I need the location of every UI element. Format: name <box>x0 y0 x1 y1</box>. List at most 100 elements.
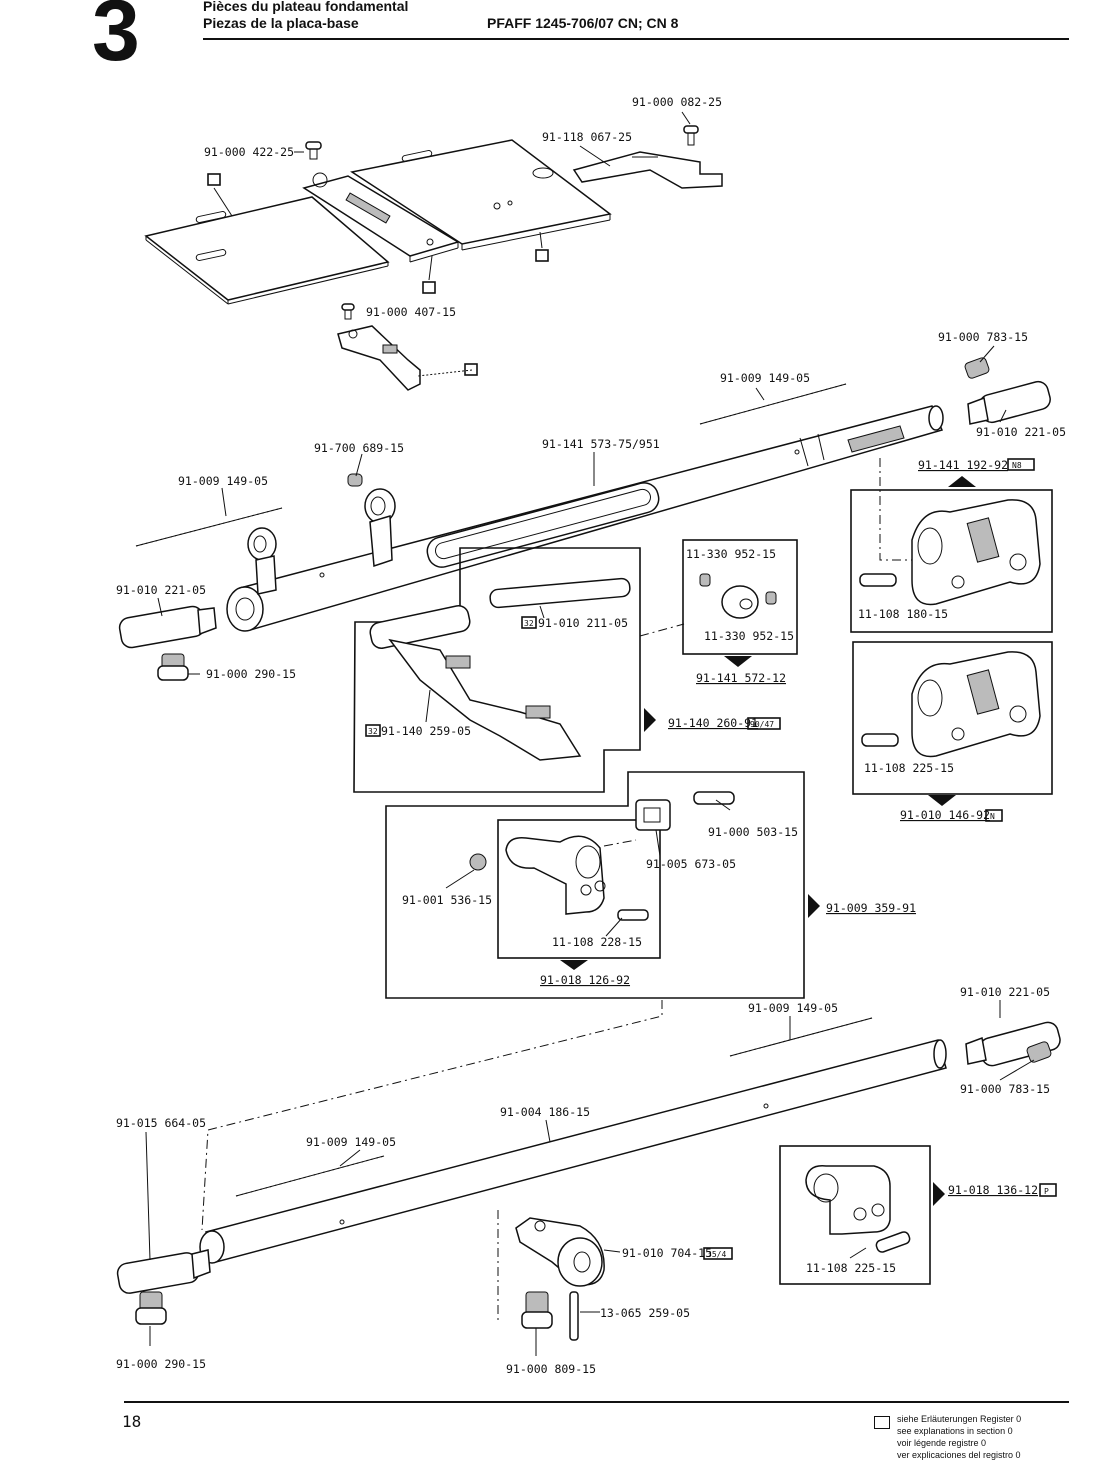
variant-tag: P <box>1044 1187 1049 1196</box>
spring-wire-lower-right <box>729 1017 873 1057</box>
part-label: 91-000 783-15 <box>938 330 1028 344</box>
title-french: Pièces du plateau fondamental <box>203 0 409 14</box>
part-label: 91-000 783-15 <box>960 1082 1050 1096</box>
part-labels: 91-000 082-25 91-118 067-25 91-000 422-2… <box>116 95 1066 1376</box>
footer-rule <box>124 1401 1069 1403</box>
part-label: 91-141 192-92 <box>918 458 1008 472</box>
part-label: 91-010 211-05 <box>538 616 628 630</box>
part-label: 91-000 407-15 <box>366 305 456 319</box>
model-name: PFAFF 1245-706/07 CN; CN 8 <box>487 15 679 31</box>
part-label: 91-018 126-92 <box>540 973 630 987</box>
section-number: 3 <box>92 0 140 79</box>
part-label: 91-700 689-15 <box>314 441 404 455</box>
screw-right-lower <box>1026 1041 1052 1063</box>
part-label: 91-010 704-15 <box>622 1246 712 1260</box>
screw-lower-crank <box>521 1291 553 1329</box>
frame-feed-assembly <box>385 771 820 999</box>
part-label: 91-015 664-05 <box>116 1116 206 1130</box>
part-label: 91-000 290-15 <box>116 1357 206 1371</box>
frame-collar <box>682 539 798 667</box>
lower-crank <box>515 1217 605 1287</box>
spring-wire-upper-right <box>699 383 847 425</box>
screw-top-left <box>305 141 322 160</box>
part-label: 11-330 952-15 <box>686 547 776 561</box>
exploded-parts-diagram: 91-000 082-25 91-118 067-25 91-000 422-2… <box>116 95 1066 1376</box>
pin-right-lower <box>965 1021 1061 1067</box>
part-label: 91-010 221-05 <box>976 425 1066 439</box>
screw-left-lower <box>135 1291 167 1325</box>
part-label: 11-108 225-15 <box>864 761 954 775</box>
part-label: 91-118 067-25 <box>542 130 632 144</box>
part-label: 11-108 228-15 <box>552 935 642 949</box>
part-label: 91-018 136-12 <box>948 1183 1038 1197</box>
title-spanish: Piezas de la placa-base <box>203 15 359 31</box>
screw-upper-shaft <box>347 473 363 487</box>
legend: siehe Erläuterungen Register 0 see expla… <box>897 1413 1021 1461</box>
legend-french: voir légende registre 0 <box>897 1438 987 1448</box>
legend-english: see explanations in section 0 <box>897 1426 1013 1436</box>
pin-left-lower <box>116 1249 211 1294</box>
part-label: 11-108 180-15 <box>858 607 948 621</box>
slide-plate-right <box>350 139 612 251</box>
pin-lower-crank <box>569 1291 579 1341</box>
info-marker <box>464 363 478 376</box>
part-label: 91-141 572-12 <box>696 671 786 685</box>
part-label: 91-009 149-05 <box>748 1001 838 1015</box>
variant-tag: 90/47 <box>750 720 774 729</box>
lower-shaft <box>199 1039 947 1264</box>
spring-wire-upper-left <box>135 507 283 547</box>
upper-shaft <box>226 405 944 632</box>
part-label: 91-000 290-15 <box>206 667 296 681</box>
part-label: 91-140 260-91 <box>668 716 758 730</box>
spring-wire-lower-left <box>235 1155 385 1197</box>
part-label: 11-108 225-15 <box>806 1261 896 1275</box>
screw-right-upper <box>964 357 990 379</box>
info-marker <box>422 281 436 294</box>
variant-tag: 32 <box>524 619 534 628</box>
header-rule <box>203 38 1069 40</box>
variant-tag: 35/4 <box>707 1250 726 1259</box>
part-label: 91-000 082-25 <box>632 95 722 109</box>
frame-crank-n <box>852 641 1053 806</box>
variant-tags: N8 32 32 90/47 N P 35/4 <box>365 458 1057 1260</box>
info-marker <box>207 173 221 186</box>
part-label: 91-010 221-05 <box>960 985 1050 999</box>
variant-tag: N8 <box>1012 461 1022 470</box>
info-marker <box>535 249 549 262</box>
part-label: 91-010 146-92 <box>900 808 990 822</box>
legend-german: siehe Erläuterungen Register 0 <box>897 1414 1022 1424</box>
part-label: 91-000 422-25 <box>204 145 294 159</box>
part-label: 91-000 809-15 <box>506 1362 596 1376</box>
part-label: 13-065 259-05 <box>600 1306 690 1320</box>
part-label: 91-009 149-05 <box>720 371 810 385</box>
frame-feed-lever <box>353 547 656 793</box>
part-label: 91-010 221-05 <box>116 583 206 597</box>
part-label: 91-009 149-05 <box>306 1135 396 1149</box>
legend-spanish: ver explicaciones del registro 0 <box>897 1450 1021 1460</box>
part-label: 91-000 503-15 <box>708 825 798 839</box>
assembly-lines <box>201 458 912 1320</box>
frame-crank-n8 <box>850 476 1053 633</box>
part-label: 91-001 536-15 <box>402 893 492 907</box>
part-label: 91-004 186-15 <box>500 1105 590 1119</box>
variant-tag: N <box>990 812 995 821</box>
part-label: 91-009 149-05 <box>178 474 268 488</box>
page-number: 18 <box>122 1412 142 1431</box>
part-label: 91-141 573-75/951 <box>542 437 660 451</box>
part-label: 91-009 359-91 <box>826 901 916 915</box>
screw-top-right <box>683 125 699 146</box>
pin-right-upper <box>967 380 1051 425</box>
part-label: 91-140 259-05 <box>381 724 471 738</box>
frame-crank-p <box>779 1145 945 1285</box>
slide-plate-left <box>144 196 390 305</box>
variant-tag: 32 <box>368 727 378 736</box>
part-label: 91-005 673-05 <box>646 857 736 871</box>
part-label: 11-330 952-15 <box>704 629 794 643</box>
screw-left-upper <box>157 653 189 681</box>
small-plate-part <box>337 325 421 391</box>
pin-left-upper <box>118 605 217 649</box>
slide-spring <box>572 151 723 189</box>
leader-lines <box>145 111 1035 1356</box>
legend-marker <box>874 1416 890 1429</box>
screw-small-part <box>341 303 355 320</box>
